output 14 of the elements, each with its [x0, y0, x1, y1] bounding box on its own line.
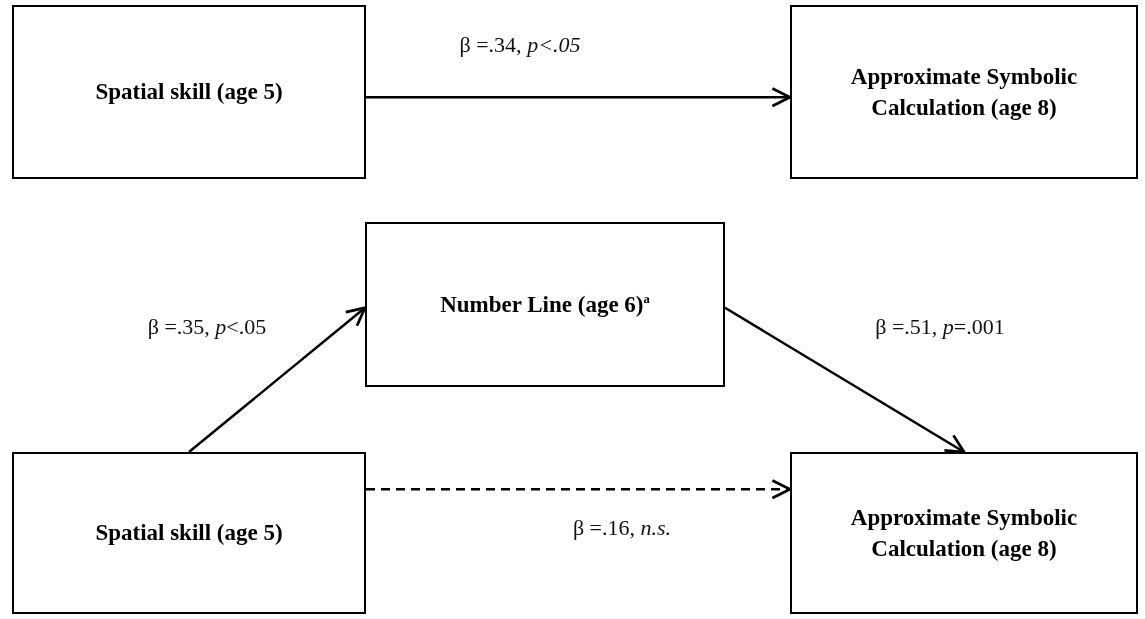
variable-box	[790, 452, 1138, 614]
variable-box	[12, 452, 366, 614]
dashed-arrow	[366, 479, 792, 500]
variable-box	[12, 5, 366, 179]
variable-label: Spatial skill (age 5)	[94, 519, 284, 548]
variable-box	[790, 5, 1138, 179]
variable-label: Approximate Symbolic Calculation (age 8)	[849, 503, 1079, 563]
variable-label: Approximate Symbolic Calculation (age 8)	[849, 62, 1079, 122]
arrow	[724, 306, 966, 454]
variable-box	[365, 222, 725, 387]
arrow	[188, 306, 367, 453]
variable-label: Spatial skill (age 5)	[94, 78, 284, 107]
variable-label: Number Line (age 6)$^{a}$	[439, 290, 651, 319]
arrow	[366, 87, 792, 108]
